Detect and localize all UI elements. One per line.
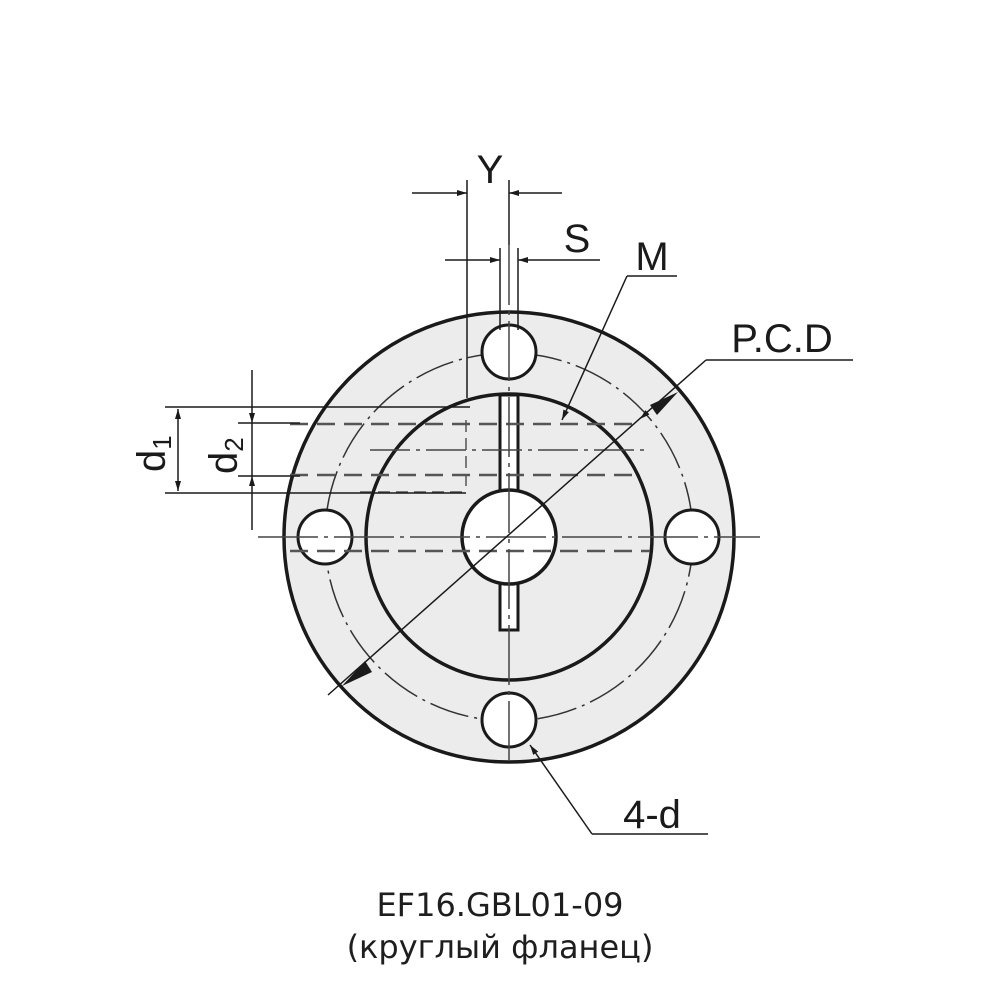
hidden-lines: [290, 422, 650, 553]
label-4d: 4-d: [623, 793, 681, 837]
dim-s: [445, 248, 600, 330]
label-m: M: [635, 235, 668, 279]
label-pcd: P.C.D: [731, 317, 833, 361]
leader-pcd: [327, 359, 853, 696]
label-y: Y: [477, 148, 504, 192]
label-d2: d2: [202, 437, 249, 474]
label-d1: d1: [130, 435, 177, 472]
pcd-arrow-bottom-head: [342, 661, 372, 686]
dim-d2: [238, 370, 300, 530]
leader-holes: [529, 744, 708, 835]
leader-m: [561, 275, 677, 421]
part-description: (круглый фланец): [346, 928, 654, 966]
dim-y: [412, 180, 562, 398]
dim-d1: [165, 406, 470, 494]
part-number: EF16.GBL01-09: [376, 886, 624, 924]
label-s: S: [564, 217, 591, 261]
pcd-arrow-top: [650, 392, 678, 415]
hidden-lines-thin: [360, 420, 467, 493]
